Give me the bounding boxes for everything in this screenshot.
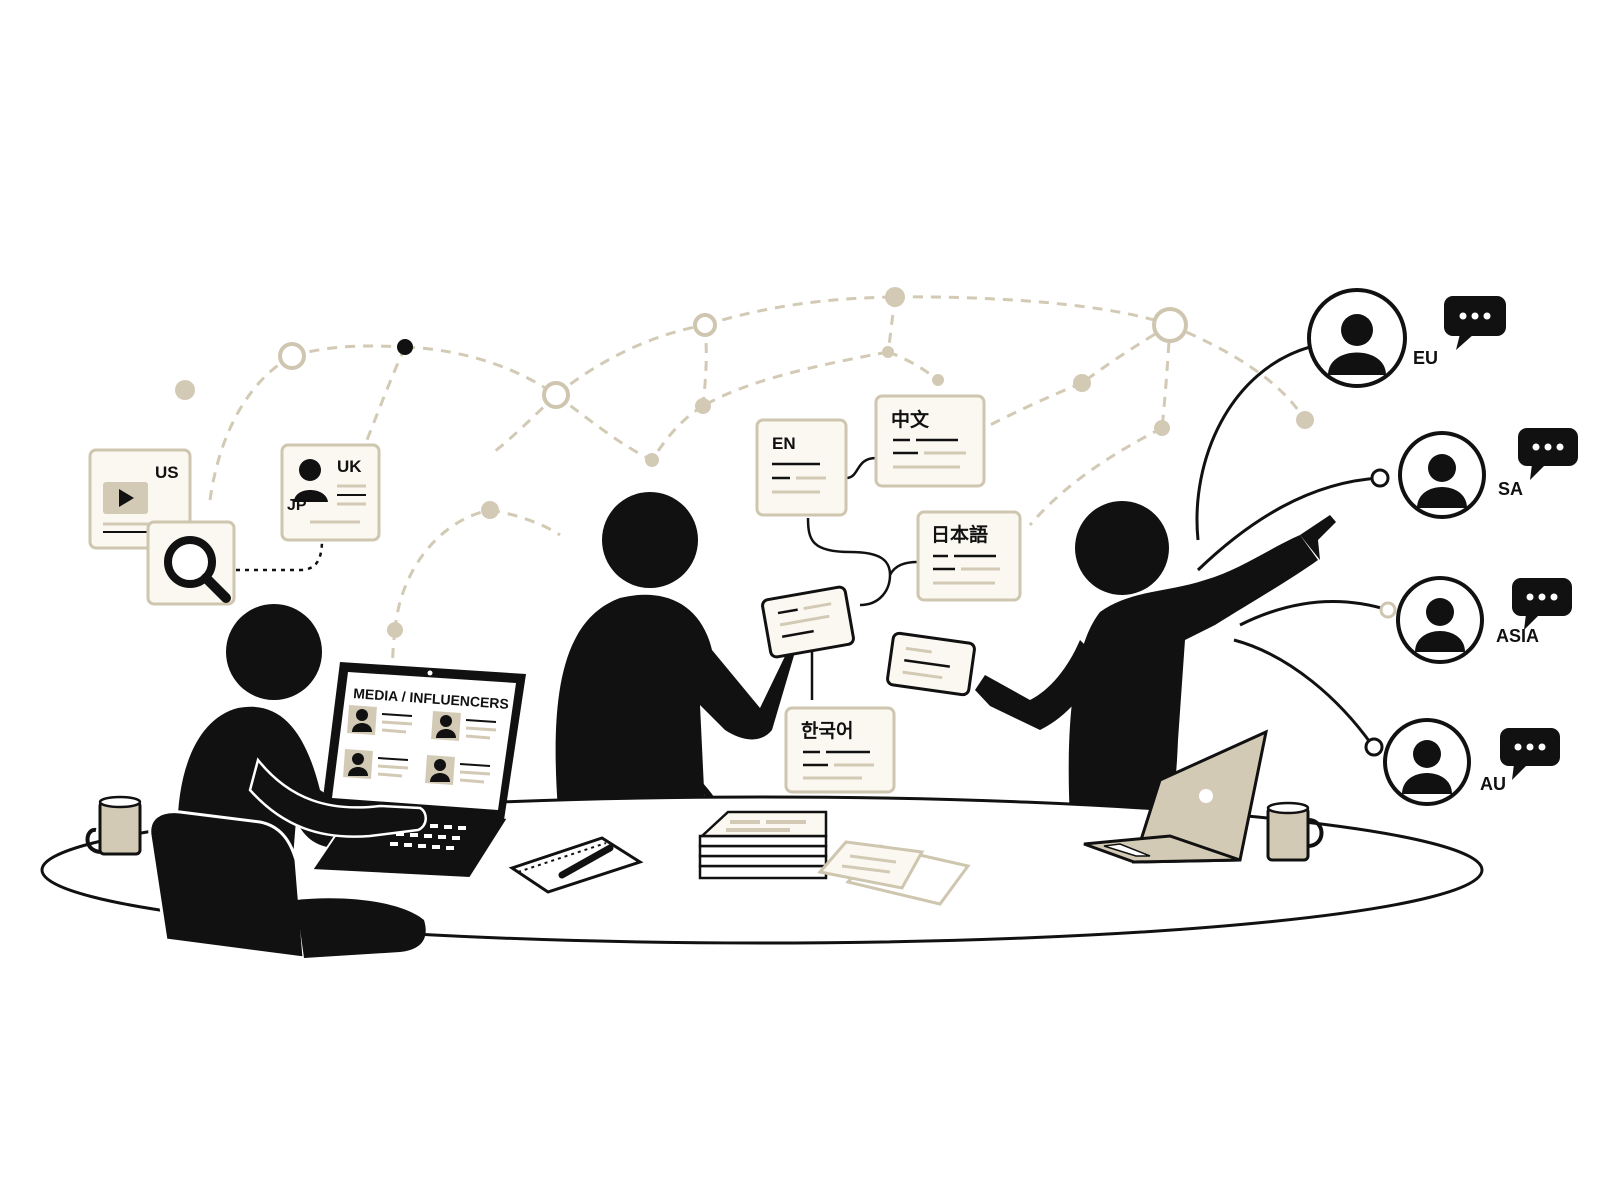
network-node [387, 622, 403, 638]
held-card-right [886, 631, 976, 697]
network-node [695, 398, 711, 414]
chat-bubble-icon [1518, 428, 1578, 480]
influencer-tile [425, 755, 491, 785]
connector-node [1364, 737, 1384, 757]
network-node [278, 342, 306, 370]
pen-icon [558, 844, 614, 879]
user-avatar-icon [1417, 454, 1467, 508]
connector-node [1379, 601, 1397, 619]
network-node [175, 380, 195, 400]
language-card-zh: 中文 [874, 394, 986, 488]
loose-papers [817, 840, 971, 906]
network-node [882, 346, 894, 358]
user-avatar-icon [1328, 314, 1386, 375]
influencer-grid [343, 705, 497, 785]
network-node [481, 501, 499, 519]
region-label-jp: JP [287, 497, 307, 514]
network-node [397, 339, 413, 355]
region-card-uk: UK JP [280, 443, 381, 542]
language-card-ja: 日本語 [916, 510, 1022, 602]
play-icon [119, 489, 134, 507]
chat-bubble-icon [1500, 728, 1560, 780]
chat-bubble-icon [1512, 578, 1572, 630]
user-avatar-icon [1402, 740, 1452, 794]
magnifier-icon [164, 536, 231, 603]
network-node [1073, 374, 1091, 392]
document-stack [698, 810, 828, 880]
audience-eu: EU [1307, 288, 1506, 388]
language-card-en: EN [755, 418, 848, 517]
language-connectors [806, 456, 919, 700]
audience-label: AU [1480, 774, 1506, 794]
coffee-mug-left [85, 795, 142, 856]
audience-au: AU [1383, 718, 1560, 806]
language-card-ko: 한국어 [784, 706, 896, 794]
language-label-ja: 日本語 [931, 523, 988, 546]
network-node [1296, 411, 1314, 429]
search-card [146, 520, 236, 606]
audience-asia: ASIA [1396, 576, 1572, 664]
network-nodes [175, 287, 1314, 638]
notebook [508, 836, 644, 894]
user-avatar-icon [294, 459, 328, 502]
influencer-tile [347, 705, 413, 735]
network-node [1152, 307, 1188, 343]
network-node [693, 313, 717, 337]
person-right [975, 501, 1336, 820]
person-middle [555, 492, 795, 822]
network-node [932, 374, 944, 386]
audience-label: ASIA [1496, 626, 1539, 646]
search-connector [236, 539, 324, 572]
network-node [542, 381, 570, 409]
language-label-en: EN [772, 434, 796, 453]
language-label-zh: 中文 [891, 408, 930, 431]
network-node [1154, 420, 1170, 436]
network-node [885, 287, 905, 307]
influencer-tile [431, 711, 497, 741]
user-avatar-icon [1415, 598, 1465, 652]
influencer-tile [343, 749, 409, 779]
region-label-us: US [155, 463, 179, 482]
network-node [645, 453, 659, 467]
laptop-right [1083, 729, 1269, 864]
person-left-arm [248, 757, 427, 838]
office-chair [148, 810, 426, 960]
audience-label: SA [1498, 479, 1523, 499]
held-card-middle [761, 585, 855, 659]
language-label-ko: 한국어 [801, 720, 853, 742]
chat-bubble-icon [1444, 296, 1506, 350]
audience-sa: SA [1398, 428, 1578, 519]
audience-connectors [1195, 345, 1389, 746]
connector-node [1370, 468, 1390, 488]
coffee-mug-right [1266, 801, 1324, 862]
region-label-uk: UK [337, 457, 362, 476]
audience-label: EU [1413, 348, 1438, 368]
